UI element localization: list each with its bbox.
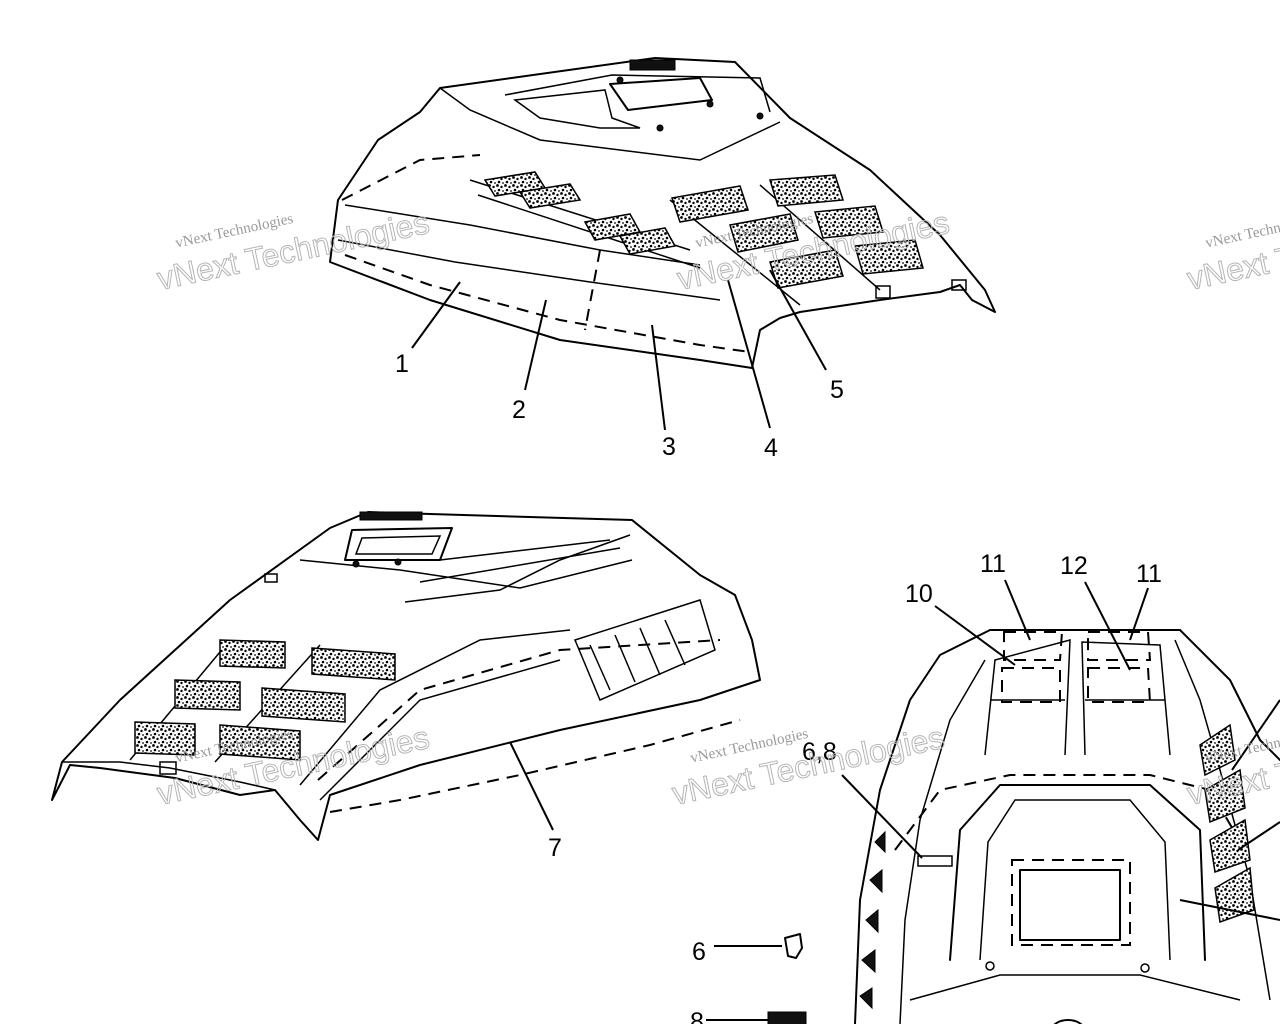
callout-leaders-right	[706, 579, 1280, 1021]
callout-7: 7	[548, 834, 562, 862]
callout-5: 5	[830, 376, 844, 404]
callout-11-right: 11	[1136, 560, 1162, 588]
hood-left-view	[51, 511, 761, 841]
callout-6: 6	[692, 938, 706, 966]
callout-8: 8	[690, 1008, 704, 1024]
watermark-line: vNext Technologies	[1184, 719, 1280, 812]
callout-labels: 1 2 3 4 5 7 10 11 12 11 6,8 6 8	[395, 350, 1162, 1024]
watermark-line: vNext Technologies	[1184, 204, 1280, 297]
callout-6-8: 6,8	[802, 738, 837, 766]
callout-11-left: 11	[980, 550, 1006, 578]
watermark: vNext Technologies vNext Technologies	[153, 204, 432, 298]
watermark: vNext Technologies vNext Technologies	[1183, 204, 1280, 298]
hood-front-view	[767, 629, 1280, 1024]
callout-4: 4	[764, 434, 778, 462]
callout-3: 3	[662, 433, 676, 461]
callout-2: 2	[512, 396, 526, 424]
watermark-line: vNext Technologies	[669, 719, 947, 812]
callout-leaders-left	[509, 741, 554, 831]
callout-10: 10	[905, 580, 933, 608]
hood-top-view	[329, 57, 996, 369]
callout-leaders-top	[411, 269, 827, 431]
watermark: vNext Technologies vNext Technologies	[1183, 719, 1280, 813]
callout-12: 12	[1060, 552, 1088, 580]
callout-1: 1	[395, 350, 409, 378]
